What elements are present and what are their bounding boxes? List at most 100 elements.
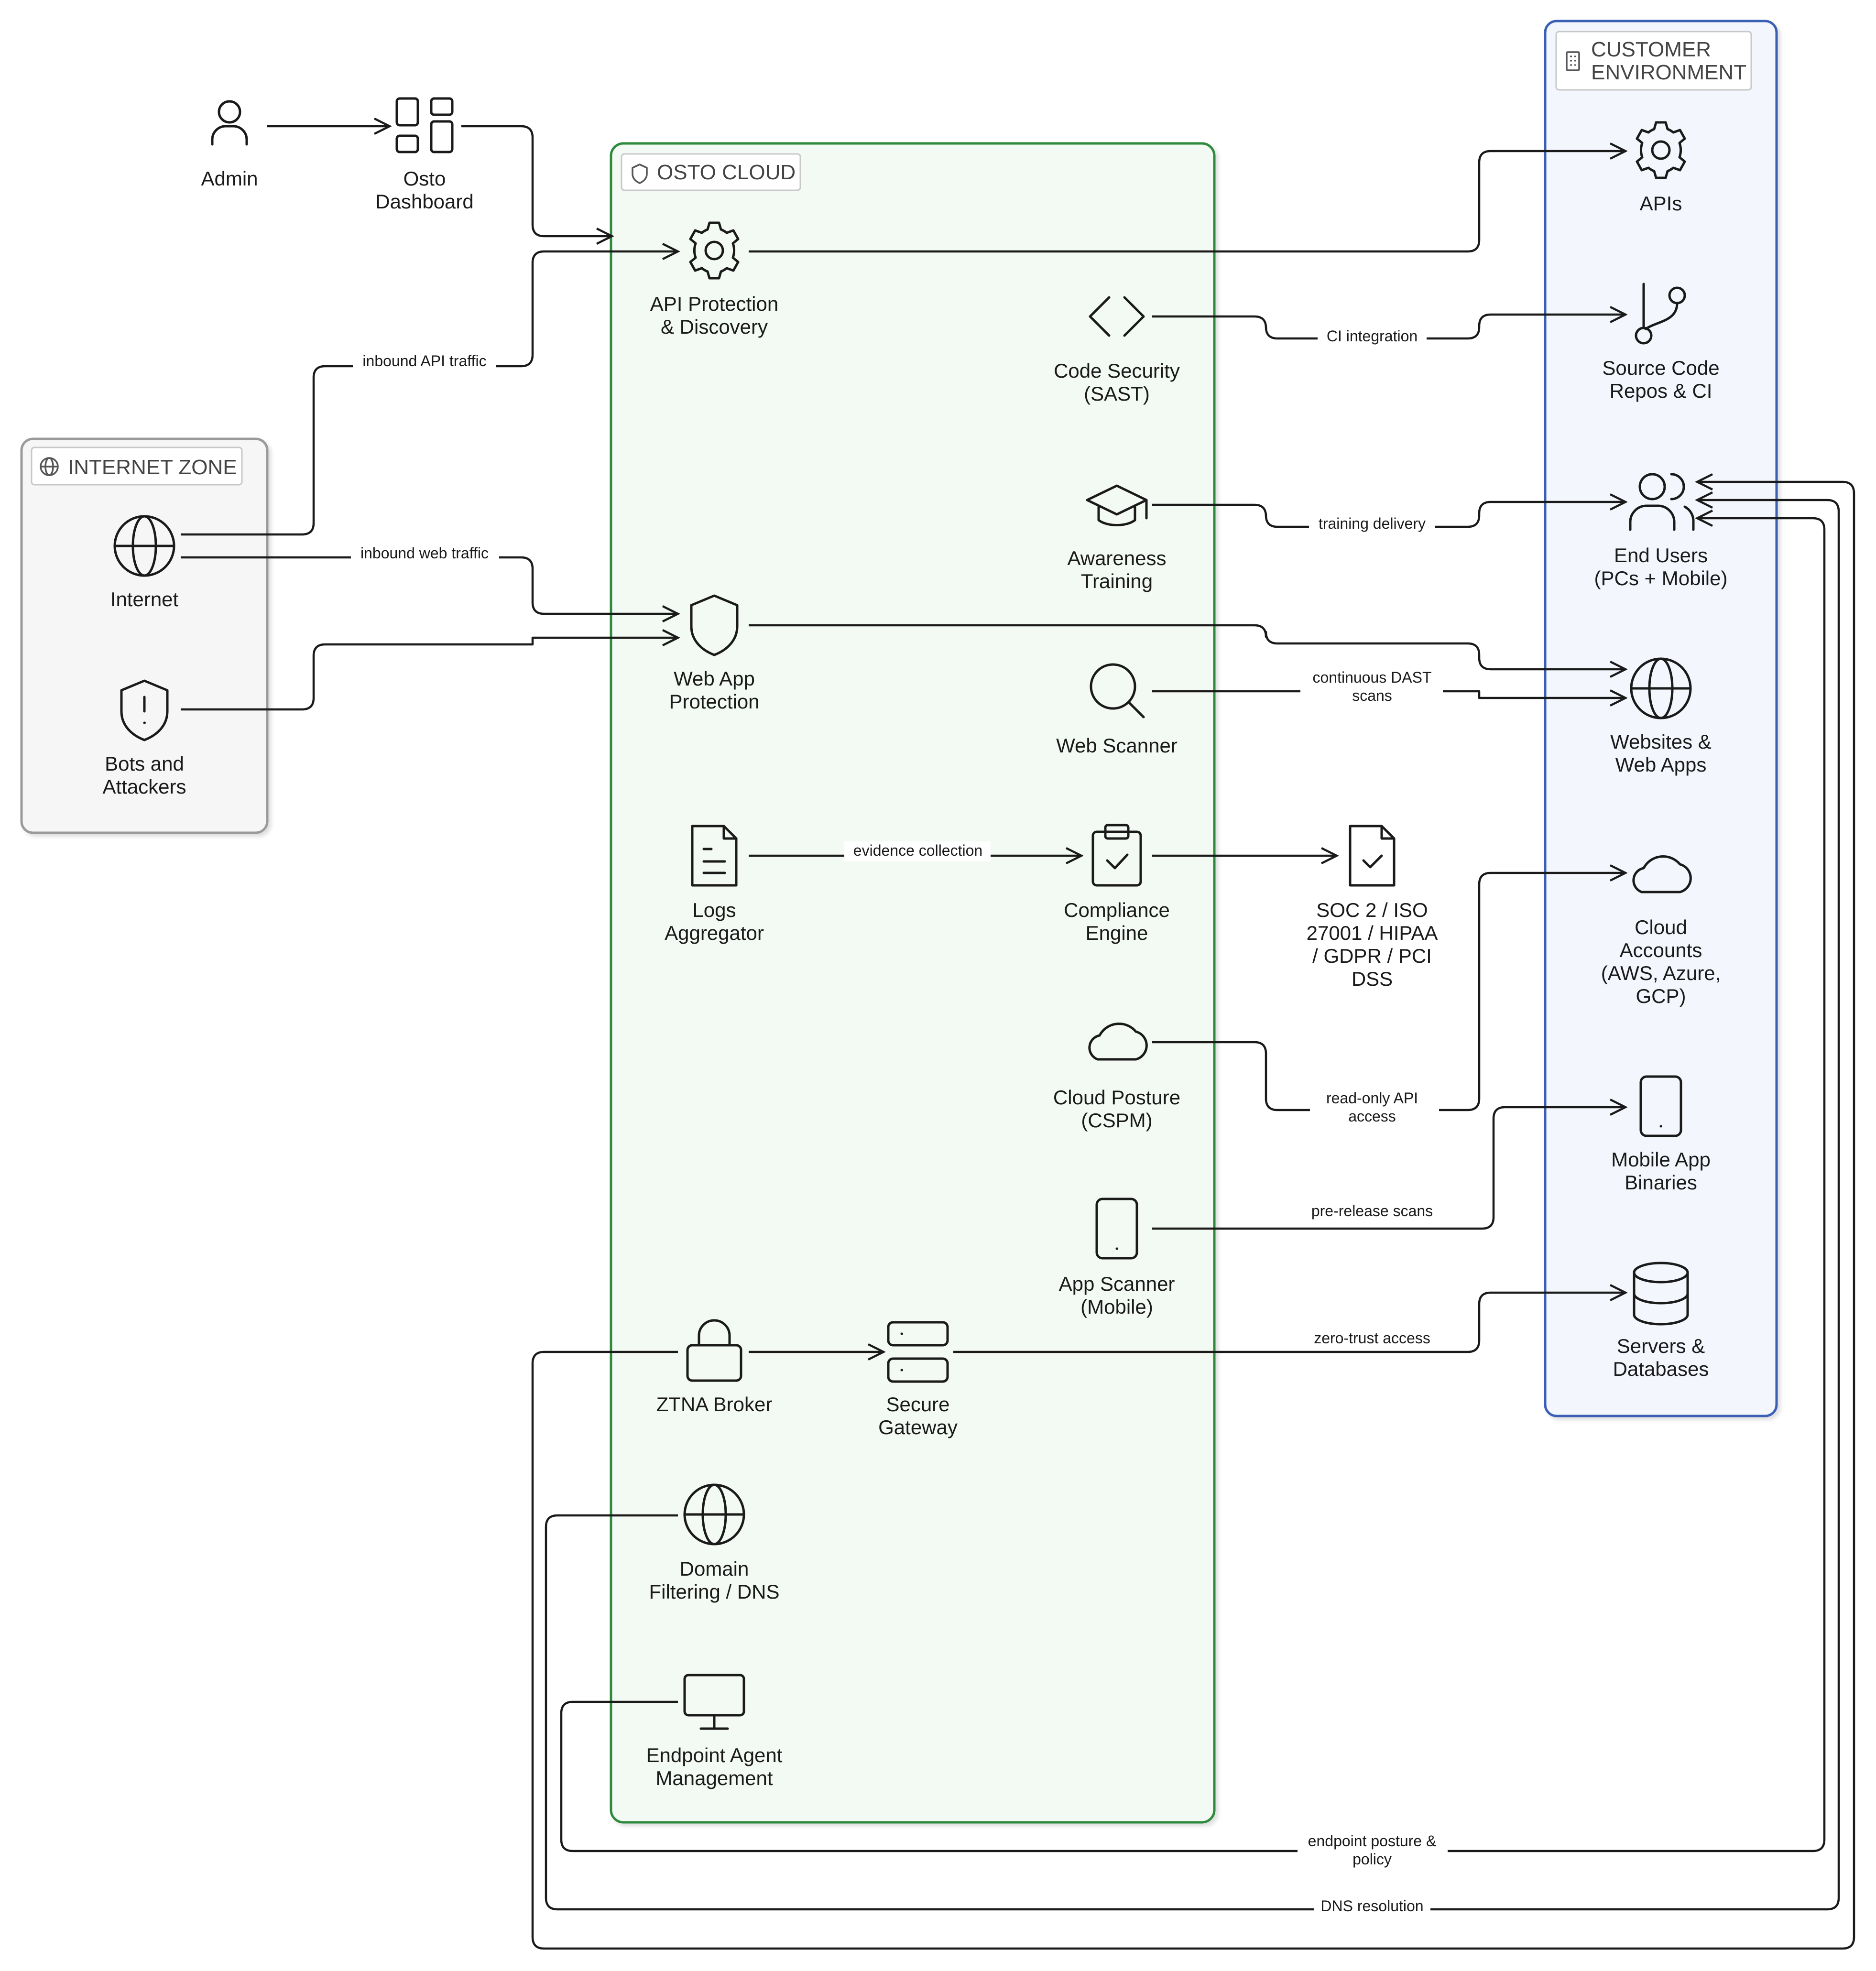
edge-label: endpoint posture & [1308,1832,1437,1850]
node-label: Web App [674,667,755,690]
node-label: / GDPR / PCI [1312,945,1432,967]
node-label: & Discovery [661,316,768,338]
shield-icon [690,594,739,656]
file-check-icon [1349,825,1396,887]
server-icon [887,1321,949,1383]
edge-cspm-cloud [1152,873,1625,1111]
node-label: Attackers [102,775,186,798]
node-label: ZTNA Broker [656,1393,773,1416]
edge-api-apis [749,151,1625,253]
edge-label: access [1348,1108,1396,1125]
node-mobile-binaries[interactable]: Mobile App Binaries [1611,1075,1711,1194]
dashboard-icon [395,97,454,153]
node-end-users[interactable]: End Users (PCs + Mobile) [1594,473,1728,589]
node-label: Management [655,1767,773,1789]
node-label: Accounts [1620,939,1702,961]
node-app-scanner[interactable]: App Scanner (Mobile) [1059,1198,1175,1318]
node-cloud-accounts[interactable]: Cloud Accounts (AWS, Azure, GCP) [1601,855,1721,1007]
node-label: Filtering / DNS [649,1580,779,1603]
node-compliance-frameworks[interactable]: SOC 2 / ISO 27001 / HIPAA / GDPR / PCI D… [1307,825,1438,990]
document-icon [691,825,738,887]
node-label: APIs [1640,192,1682,215]
database-icon [1633,1262,1689,1326]
node-label: API Protection [650,293,778,315]
edge-label: inbound API traffic [362,352,486,370]
gear-icon [1636,121,1686,179]
node-code-security[interactable]: Code Security (SAST) [1054,296,1180,405]
search-icon [1090,663,1145,719]
node-label: Internet [110,588,179,610]
node-label: Mobile App [1611,1148,1711,1171]
edge-internet-webapp [181,556,678,614]
shield-alert-icon [120,679,169,741]
edge-webapp-websites [749,624,1625,669]
node-servers-databases[interactable]: Servers & Databases [1613,1262,1709,1380]
git-branch-icon [1635,283,1686,345]
node-internet[interactable]: Internet [110,515,179,610]
node-ztna-broker[interactable]: ZTNA Broker [656,1319,773,1416]
node-websites[interactable]: Websites & Web Apps [1610,657,1712,776]
node-label: Websites & [1610,730,1712,753]
edge-label: training delivery [1319,515,1426,532]
node-label: Web Apps [1615,753,1707,776]
node-domain-filtering[interactable]: Domain Filtering / DNS [649,1483,780,1603]
edges [181,126,1855,1950]
internet-zone: INTERNET ZONE [20,437,269,834]
node-label: GCP) [1636,985,1686,1007]
monitor-icon [683,1674,745,1730]
node-label: SOC 2 / ISO [1316,899,1428,921]
zone-title-line2: ENVIRONMENT [1591,61,1746,84]
node-secure-gateway[interactable]: Secure Gateway [878,1321,958,1438]
node-label: Dashboard [375,190,473,213]
clipboard-check-icon [1091,824,1142,887]
osto-cloud-zone: OSTO CLOUD [610,142,1216,1824]
node-label: Servers & [1617,1335,1705,1357]
node-label: Osto [404,167,446,190]
node-label: Aggregator [665,922,764,944]
node-label: Protection [669,690,759,713]
node-cloud-posture[interactable]: Cloud Posture (CSPM) [1053,1022,1180,1132]
zone-title-line1: CUSTOMER [1591,38,1711,61]
edge-label: policy [1352,1851,1392,1868]
node-label: Logs [692,899,736,921]
node-label: Cloud [1635,916,1687,938]
node-awareness-training[interactable]: Awareness Training [1067,484,1167,592]
node-label: Admin [201,167,258,190]
node-label: Domain [680,1557,749,1580]
edge-label: DNS resolution [1320,1897,1423,1915]
node-logs-aggregator[interactable]: Logs Aggregator [665,825,764,944]
node-label: Databases [1613,1358,1709,1380]
node-label: App Scanner [1059,1273,1175,1295]
edge-webscanner-websites [1152,691,1625,698]
zone-title: OSTO CLOUD [657,161,796,184]
node-label: Compliance [1064,899,1170,921]
node-label: Code Security [1054,359,1180,382]
node-api-protection[interactable]: API Protection & Discovery [650,221,778,338]
node-web-app-protection[interactable]: Web App Protection [669,594,760,713]
node-compliance-engine[interactable]: Compliance Engine [1064,824,1170,944]
gear-icon [689,221,740,280]
edge-label: CI integration [1327,327,1418,345]
building-icon [1566,51,1580,71]
cloud-icon [1632,855,1692,893]
node-endpoint-agent[interactable]: Endpoint Agent Management [646,1674,783,1789]
node-osto-dashboard[interactable]: Osto Dashboard [375,97,474,213]
node-label: Bots and [105,752,184,775]
node-source-code[interactable]: Source Code Repos & CI [1602,283,1720,402]
code-icon [1089,296,1145,337]
node-apis[interactable]: APIs [1636,121,1686,215]
edge-label: pre-release scans [1311,1202,1433,1220]
node-web-scanner[interactable]: Web Scanner [1056,663,1178,757]
node-admin[interactable]: Admin [201,100,258,190]
node-label: Gateway [878,1416,958,1438]
node-label: (CSPM) [1081,1109,1152,1132]
node-label: End Users [1614,544,1708,566]
node-label: (Mobile) [1080,1296,1153,1318]
edge-label: evidence collection [853,842,982,859]
node-label: Secure [886,1393,949,1416]
node-label: 27001 / HIPAA [1307,922,1438,944]
globe-icon [1630,657,1692,719]
node-bots-attackers[interactable]: Bots and Attackers [102,679,186,798]
globe-icon [683,1483,745,1546]
lock-icon [686,1319,742,1382]
